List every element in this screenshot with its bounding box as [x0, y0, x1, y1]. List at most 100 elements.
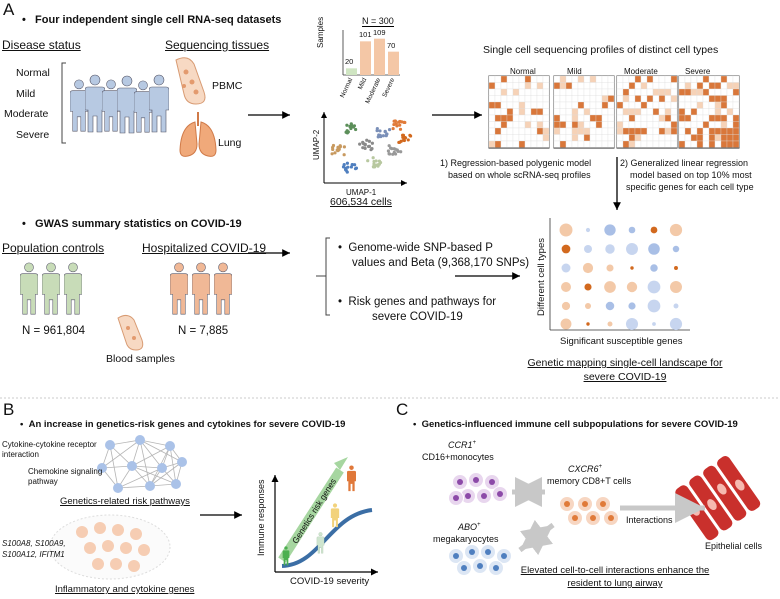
heatmap-cell: [658, 82, 666, 90]
heatmap-cell: [652, 95, 660, 103]
heatmap-cell: [536, 75, 544, 83]
heatmap-cell: [607, 134, 615, 142]
heatmap-cell: [589, 127, 597, 135]
interactions-label: Interactions: [626, 515, 673, 525]
network-node: [127, 461, 137, 471]
heatmap-cell: [571, 108, 579, 116]
heatmap-cell: [628, 101, 636, 109]
heatmap-cell: [732, 121, 740, 129]
heatmap-cell: [628, 140, 636, 148]
heatmap-cell: [652, 88, 660, 96]
heatmap-cell: [601, 114, 609, 122]
disease-severe: Severe: [16, 129, 50, 141]
blood-sample-icon: [117, 314, 144, 351]
cell-nucleus: [493, 565, 499, 571]
heatmap-cell: [646, 140, 654, 148]
heatmap-cell: [628, 88, 636, 96]
heatmap-cell: [577, 95, 585, 103]
cell-nucleus: [572, 515, 578, 521]
heatmap-cell: [518, 140, 526, 148]
heatmap-cell: [571, 140, 579, 148]
heatmap-cell: [494, 127, 502, 135]
heatmap-cell: [506, 114, 514, 122]
heatmap-cell: [488, 95, 496, 103]
disease-normal: Normal: [16, 67, 50, 79]
heatmap-cell: [494, 121, 502, 129]
heatmap-cell: [488, 88, 496, 96]
heatmap-cell: [678, 101, 686, 109]
heatmap-cell: [634, 127, 642, 135]
heatmap-cell: [634, 114, 642, 122]
heatmap-cell: [622, 108, 630, 116]
gwas-item2-line1: • Risk genes and pathways for: [338, 296, 497, 308]
heatmap-cell: [577, 140, 585, 148]
heatmap-cell: [583, 101, 591, 109]
immune-yaxis: Immune responses: [256, 479, 266, 556]
heatmap-cell: [542, 127, 550, 135]
umap-point: [391, 126, 395, 131]
heatmap-cell: [488, 82, 496, 90]
cell-nucleus: [582, 501, 588, 507]
cd8-t-cell-cluster: [559, 496, 619, 526]
dot-point: [561, 263, 571, 273]
heatmap-cell: [512, 108, 520, 116]
umap-point: [386, 149, 391, 153]
heatmap-cell: [524, 82, 532, 90]
heatmap-cell: [553, 75, 561, 83]
dot-point: [669, 223, 683, 237]
heatmap-cell: [589, 75, 597, 83]
dot-point: [560, 281, 572, 293]
heatmap-cell: [714, 114, 722, 122]
heatmap-cell: [714, 101, 722, 109]
heatmap-cell: [595, 121, 603, 129]
heatmap-cell: [664, 140, 672, 148]
risk-pathways-label: Genetics-related risk pathways: [60, 496, 190, 507]
heatmap-cell: [696, 88, 704, 96]
cytokine-cell: [94, 522, 106, 534]
network-edge: [131, 445, 171, 467]
umap-point: [338, 144, 343, 149]
heatmap-cell: [652, 82, 660, 90]
umap-point: [372, 159, 376, 164]
heatmap-cell: [577, 75, 585, 83]
umap-point: [387, 144, 391, 148]
heatmap-cell: [512, 121, 520, 129]
network-edge: [101, 465, 133, 469]
heatmap-cell: [601, 134, 609, 142]
bar-value-label: 101: [359, 30, 372, 40]
network-node: [157, 463, 167, 473]
heatmap-cell: [559, 95, 567, 103]
umap-point: [366, 159, 370, 163]
heatmap-cell: [530, 127, 538, 135]
cytokine-cell: [120, 542, 132, 554]
heatmap-cell: [500, 75, 508, 83]
heatmap-cell: [518, 82, 526, 90]
heatmap-cell: [616, 108, 624, 116]
umap-point: [378, 133, 382, 137]
dot-plot: [549, 218, 690, 331]
cell-nucleus: [501, 553, 507, 559]
cell-nucleus: [473, 477, 479, 483]
heatmap-cell: [530, 121, 538, 129]
heatmap-cell: [559, 82, 567, 90]
header-gwas: • GWAS summary statistics on COVID-19: [22, 218, 242, 230]
cell-nucleus: [489, 479, 495, 485]
heatmap-cell: [524, 75, 532, 83]
heatmap-cell: [616, 134, 624, 142]
heatmap-cell: [702, 108, 710, 116]
megakaryocyte-cluster: [448, 544, 512, 576]
heatmap-cell: [553, 114, 561, 122]
umap-point: [353, 167, 358, 171]
heatmap-cell: [684, 95, 692, 103]
heatmap-cell: [628, 82, 636, 90]
umap-point: [337, 148, 341, 152]
heatmap-cell: [530, 75, 538, 83]
heatmap-cell: [646, 108, 654, 116]
heatmap-cell: [708, 82, 716, 90]
heatmap-cell: [696, 75, 704, 83]
heatmap-cell: [565, 121, 573, 129]
heatmap-cell: [500, 108, 508, 116]
heatmap-cell: [583, 114, 591, 122]
cell-nucleus: [481, 493, 487, 499]
heatmap-cell: [640, 140, 648, 148]
